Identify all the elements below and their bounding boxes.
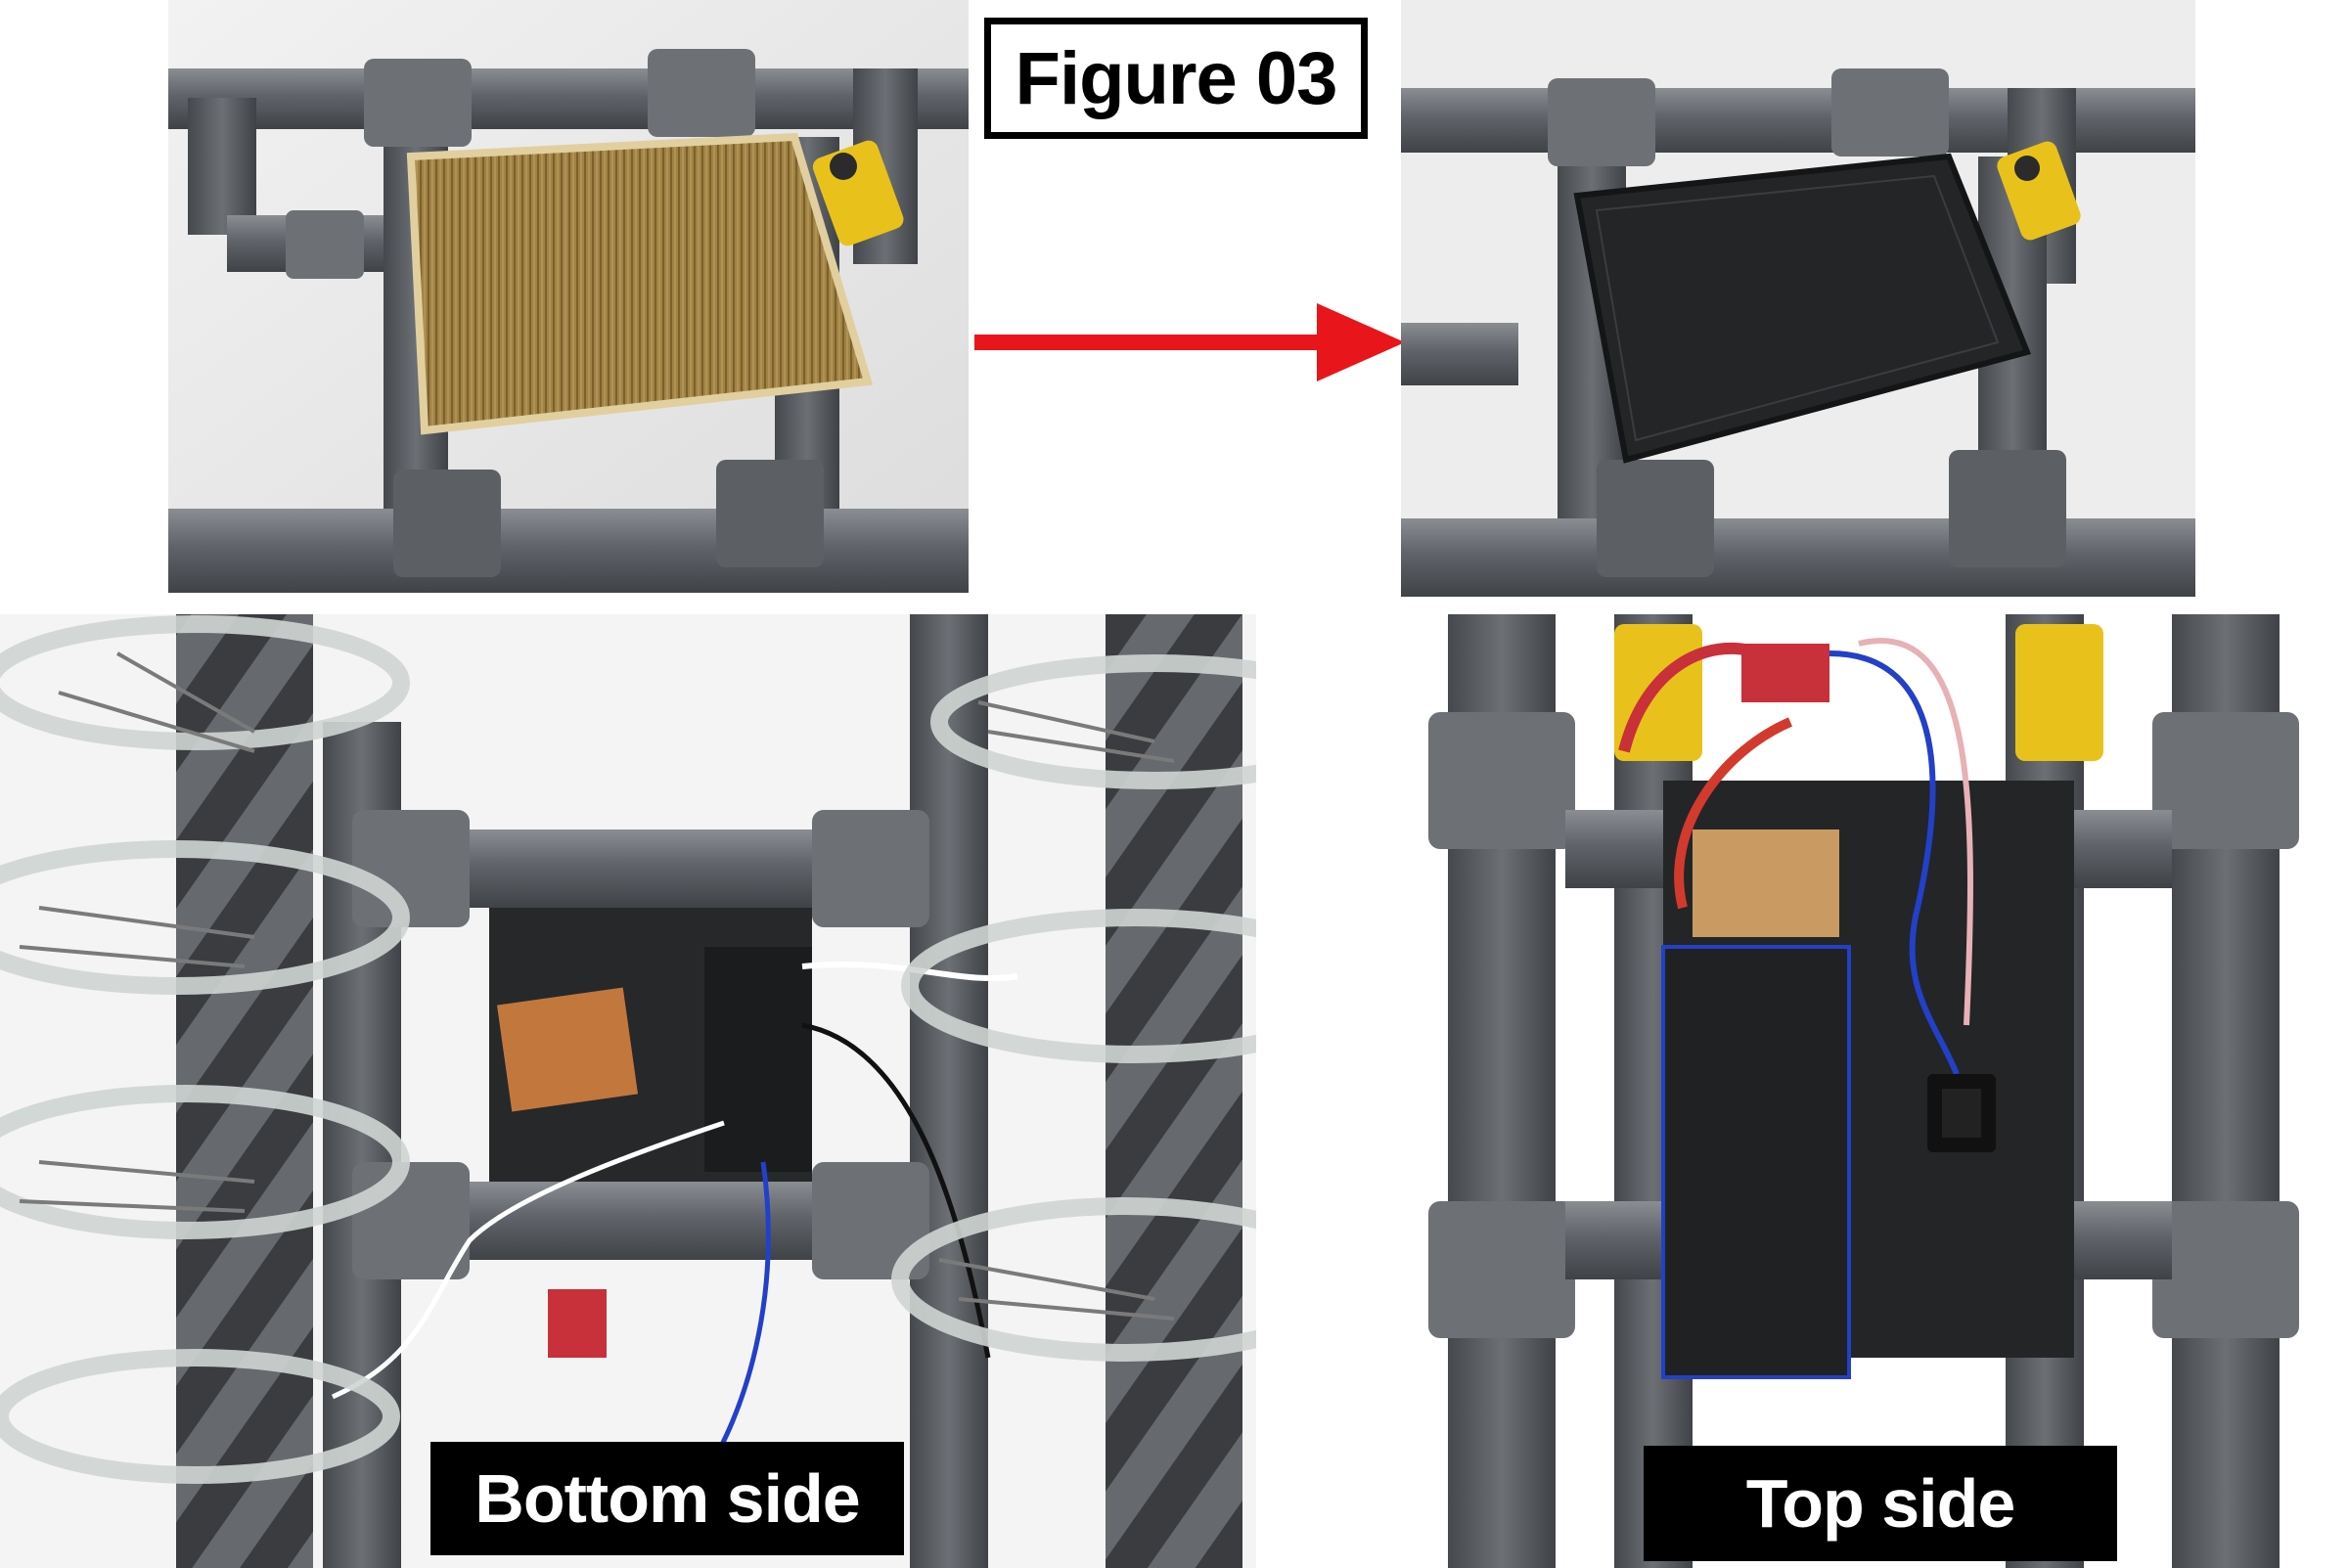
after-photo-drawing — [1401, 0, 2195, 597]
top-side-caption: Top side — [1644, 1446, 2117, 1561]
bottom-side-drawing — [0, 614, 1256, 1568]
bottom-side-photo — [0, 614, 1256, 1568]
figure-title: Figure 03 — [984, 18, 1368, 139]
top-side-drawing — [1370, 614, 2348, 1568]
bottom-side-caption: Bottom side — [430, 1442, 904, 1555]
before-photo-drawing — [168, 0, 969, 593]
top-side-photo — [1370, 614, 2348, 1568]
before-photo — [168, 0, 969, 593]
right-arrow-icon — [974, 303, 1405, 381]
after-photo — [1401, 0, 2195, 597]
